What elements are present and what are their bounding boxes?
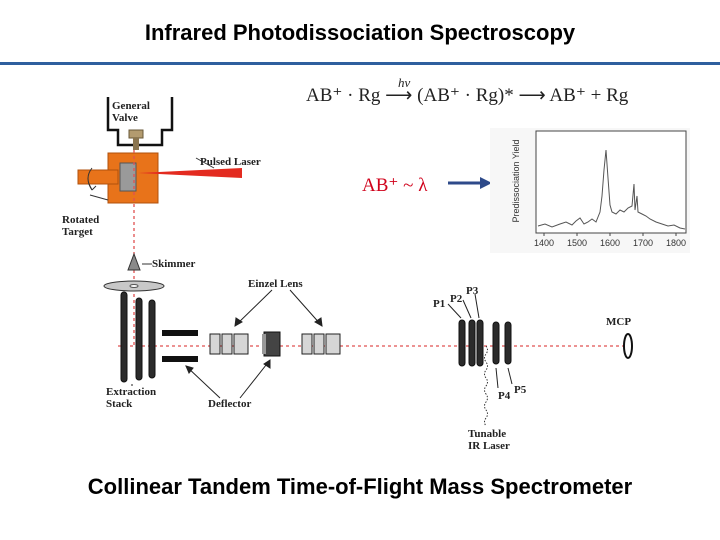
title-divider xyxy=(0,62,720,65)
deflector-pointers xyxy=(185,359,271,399)
spectrum-x-tick-labels: 1400 1500 1600 1700 1800 xyxy=(534,238,686,248)
extraction-stack xyxy=(120,291,156,383)
reflectron-plates xyxy=(458,319,512,367)
pulsed-laser-beam xyxy=(138,157,242,178)
ir-laser-beam xyxy=(484,345,488,427)
rotated-target xyxy=(77,152,159,204)
deflector-label: Deflector xyxy=(208,398,252,410)
p1-label: P1 xyxy=(433,298,446,310)
spectrum-inset: Predissociation Yield 1400 1500 1600 170… xyxy=(490,128,690,253)
p5-label: P5 xyxy=(514,384,527,396)
slide-title: Infrared Photodissociation Spectroscopy xyxy=(144,20,576,45)
spectrum-axis-ticks xyxy=(543,233,677,236)
arrow-to-spectrum xyxy=(448,177,492,189)
deflector-block xyxy=(263,331,281,357)
mcp-detector xyxy=(623,333,633,359)
spectrum-trace xyxy=(537,149,686,230)
skimmer xyxy=(127,252,152,271)
einzel-lens-pointers xyxy=(234,289,323,327)
skimmer-label: Skimmer xyxy=(152,258,196,270)
deflector-plates xyxy=(162,330,198,362)
x-tick-label: 1500 xyxy=(567,238,587,248)
einzel-lens-2 xyxy=(301,333,341,355)
p3-label: P3 xyxy=(466,285,479,297)
slide-caption: Collinear Tandem Time-of-Flight Mass Spe… xyxy=(87,474,633,499)
p2-label: P2 xyxy=(450,293,463,305)
einzel-lens-label: Einzel Lens xyxy=(248,278,303,290)
photon-label: hν xyxy=(398,75,411,90)
x-tick-label: 1800 xyxy=(666,238,686,248)
reaction-equation-text: AB⁺ · Rg ⟶ (AB⁺ · Rg)* ⟶ AB⁺ + Rg xyxy=(306,85,629,106)
x-tick-label: 1700 xyxy=(633,238,653,248)
plate-pointers xyxy=(447,293,513,389)
p4-label: P4 xyxy=(498,390,511,402)
x-tick-label: 1600 xyxy=(600,238,620,248)
x-tick-label: 1400 xyxy=(534,238,554,248)
mcp-label: MCP xyxy=(606,316,632,328)
reaction-equation: AB⁺ · Rg ⟶ (AB⁺ · Rg)* ⟶ AB⁺ + Rg hν xyxy=(306,75,629,107)
pulsed-laser-label: Pulsed Laser xyxy=(200,156,261,168)
general-valve xyxy=(106,97,174,150)
einzel-lens-1 xyxy=(209,333,249,355)
spectrum-ylabel: Predissociation Yield xyxy=(511,139,521,222)
ion-wavelength-label: AB⁺ ~ λ xyxy=(362,175,428,196)
